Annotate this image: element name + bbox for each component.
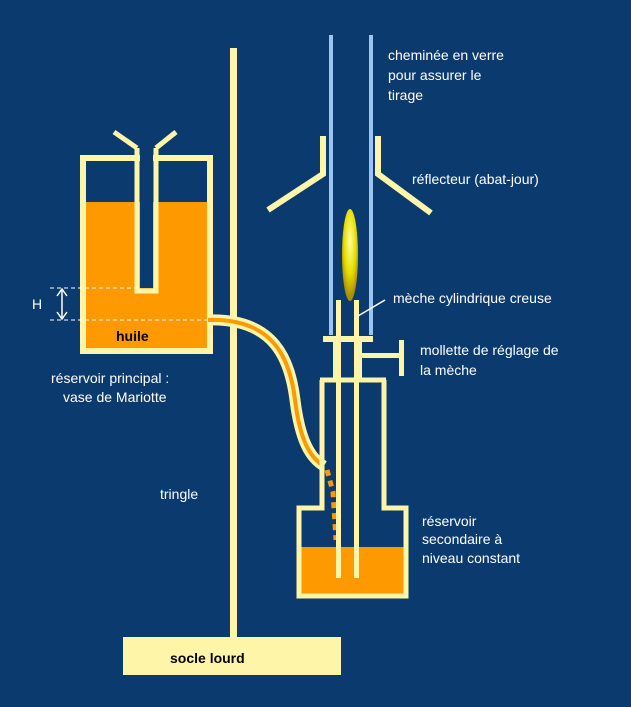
tube-flare-right	[154, 130, 178, 150]
chimney-left	[329, 35, 333, 335]
mariotte-tube	[134, 148, 159, 294]
label-chimney-1: cheminée en verre	[388, 47, 504, 63]
main-reservoir	[80, 129, 213, 354]
label-oil: huile	[116, 328, 149, 344]
flame	[342, 209, 358, 301]
label-secondary-reservoir-2: secondaire à	[422, 531, 502, 547]
label-rod: tringle	[160, 486, 198, 502]
label-reflector: réflecteur (abat-jour)	[412, 171, 539, 187]
adjuster-right-wall	[356, 336, 362, 382]
reflector-left	[266, 136, 326, 213]
wick-tube-left	[336, 300, 341, 578]
label-knob-2: la mèche	[420, 362, 477, 378]
label-chimney-2: pour assurer le	[388, 67, 482, 83]
height-arrow-bottom-head	[56, 311, 68, 321]
secondary-reservoir-oil	[301, 547, 404, 594]
reflector-right	[375, 136, 433, 216]
knob-wheel	[399, 340, 404, 376]
label-secondary-reservoir-1: réservoir	[422, 513, 477, 529]
label-main-reservoir-2: vase de Mariotte	[63, 389, 167, 405]
rod	[230, 48, 237, 638]
label-base: socle lourd	[170, 650, 245, 666]
label-knob-1: mollette de réglage de	[420, 342, 559, 358]
main-reservoir-wall	[80, 155, 213, 354]
wick-tube-right	[354, 300, 359, 578]
reflector	[266, 136, 433, 216]
chimney-right	[369, 35, 373, 335]
label-height: H	[32, 296, 42, 312]
oil-drip	[324, 469, 339, 541]
feed-tube-oil	[207, 317, 326, 468]
secondary-reservoir	[296, 377, 409, 599]
secondary-reservoir-wall	[296, 380, 409, 599]
heavy-base	[123, 637, 341, 675]
mariotte-tube-air	[140, 150, 153, 288]
label-main-reservoir-1: réservoir principal :	[51, 370, 169, 386]
label-wick: mèche cylindrique creuse	[393, 290, 552, 306]
height-arrow-top-head	[56, 287, 68, 297]
label-chimney-3: tirage	[388, 87, 423, 103]
adjuster-left-wall	[333, 336, 339, 382]
wick-adjuster	[323, 336, 404, 382]
wick-pointer	[357, 299, 386, 317]
label-secondary-reservoir-3: niveau constant	[422, 550, 520, 566]
adjuster-top-plate	[323, 336, 373, 342]
tube-flare-left	[112, 129, 139, 151]
knob-shaft	[360, 353, 400, 358]
